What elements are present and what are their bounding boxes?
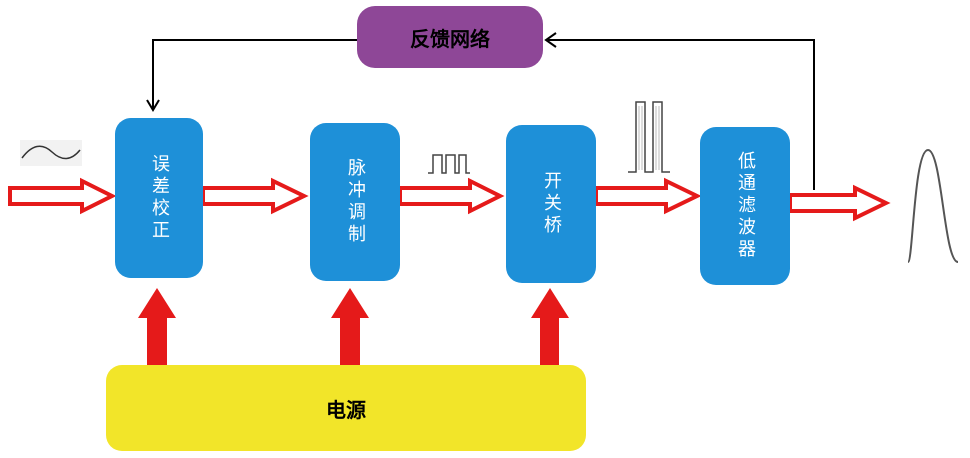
pwm-block: 脉冲调制 [310, 123, 400, 281]
low-pass-filter-label: 低通滤波器 [735, 151, 756, 261]
power-arrow-pwm [331, 288, 369, 365]
input-arrow [8, 177, 117, 215]
feedback-line [548, 39, 815, 190]
arrow-error-to-pwm [201, 177, 309, 215]
pwm-label: 脉冲调制 [345, 158, 366, 246]
input-sine-icon [20, 140, 82, 166]
power-supply-label: 电源 [326, 397, 366, 422]
arrow-bridge-to-filter [594, 177, 702, 215]
power-arrow-error [138, 288, 176, 365]
feedback-network-block: 反馈网络 [357, 6, 543, 68]
bridge-pulse-icon [628, 101, 670, 173]
feedback-return-arrowhead [146, 99, 160, 112]
feedback-return-line [152, 39, 357, 108]
output-sine-icon [907, 148, 959, 263]
error-correction-block: 误差校正 [115, 118, 203, 278]
power-supply-block: 电源 [106, 365, 586, 451]
low-pass-filter-block: 低通滤波器 [700, 127, 790, 285]
power-arrow-bridge [531, 288, 569, 365]
output-arrow [788, 184, 891, 222]
pwm-pulse-icon [428, 154, 470, 174]
switch-bridge-block: 开关桥 [506, 125, 596, 283]
feedback-arrowhead [544, 32, 557, 48]
feedback-network-label: 反馈网络 [410, 26, 490, 51]
arrow-pwm-to-bridge [398, 177, 505, 215]
switch-bridge-label: 开关桥 [541, 171, 562, 237]
error-correction-label: 误差校正 [149, 154, 170, 242]
